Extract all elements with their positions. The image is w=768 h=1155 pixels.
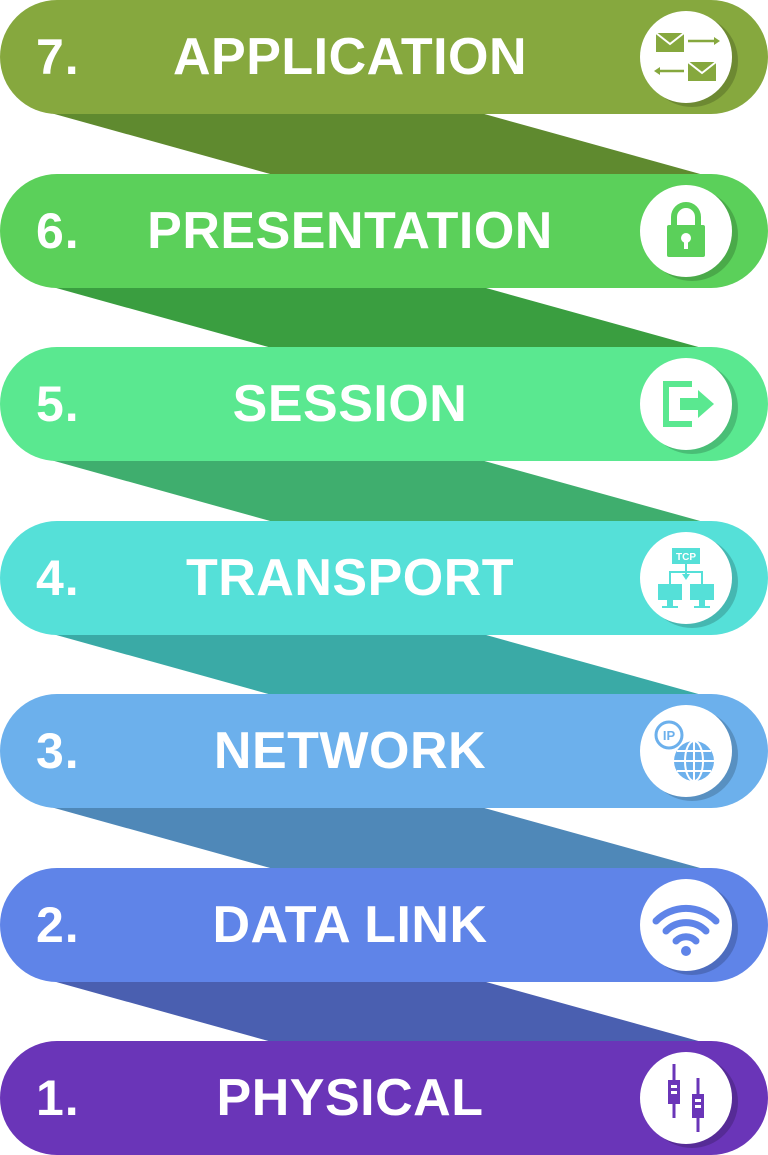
layer-number: 6. [36,203,80,259]
layer-number: 7. [36,29,80,85]
padlock-icon [640,185,732,277]
svg-text:TCP: TCP [676,552,696,563]
layer-number: 5. [36,376,80,432]
layer-connector-5 [40,457,720,527]
tcp-network-icon: TCP [640,532,732,624]
ip-globe-icon: IP [640,705,732,797]
layer-name: TRANSPORT [185,549,515,607]
layer-name: APPLICATION [172,28,528,86]
cable-connector-icon [640,1052,732,1144]
layer-connector-7 [40,110,720,180]
exit-door-icon [640,358,732,450]
layer-band-application: 7. APPLICATION [0,0,768,114]
layer-connector-4 [40,630,720,700]
layer-name: SESSION [232,375,468,433]
layer-number: 2. [36,897,80,953]
layer-number: 3. [36,723,80,779]
layer-name: NETWORK [213,722,487,780]
layer-band-physical: 1. PHYSICAL [0,1041,768,1155]
layer-band-session: 5. SESSION [0,347,768,461]
layer-band-data-link: 2. DATA LINK [0,868,768,982]
layer-band-transport: 4. TRANSPORT TCP [0,521,768,635]
wifi-icon [640,879,732,971]
layer-name: PHYSICAL [216,1069,484,1127]
layer-name: PRESENTATION [147,202,553,260]
layer-band-presentation: 6. PRESENTATION [0,174,768,288]
layer-number: 1. [36,1070,80,1126]
layer-connector-6 [40,283,720,353]
mail-exchange-icon [640,11,732,103]
layer-name: DATA LINK [212,896,488,954]
layer-number: 4. [36,550,80,606]
svg-text:IP: IP [663,728,676,743]
layer-connector-3 [40,804,720,874]
layer-connector-2 [40,977,720,1047]
layer-band-network: 3. NETWORK IP [0,694,768,808]
